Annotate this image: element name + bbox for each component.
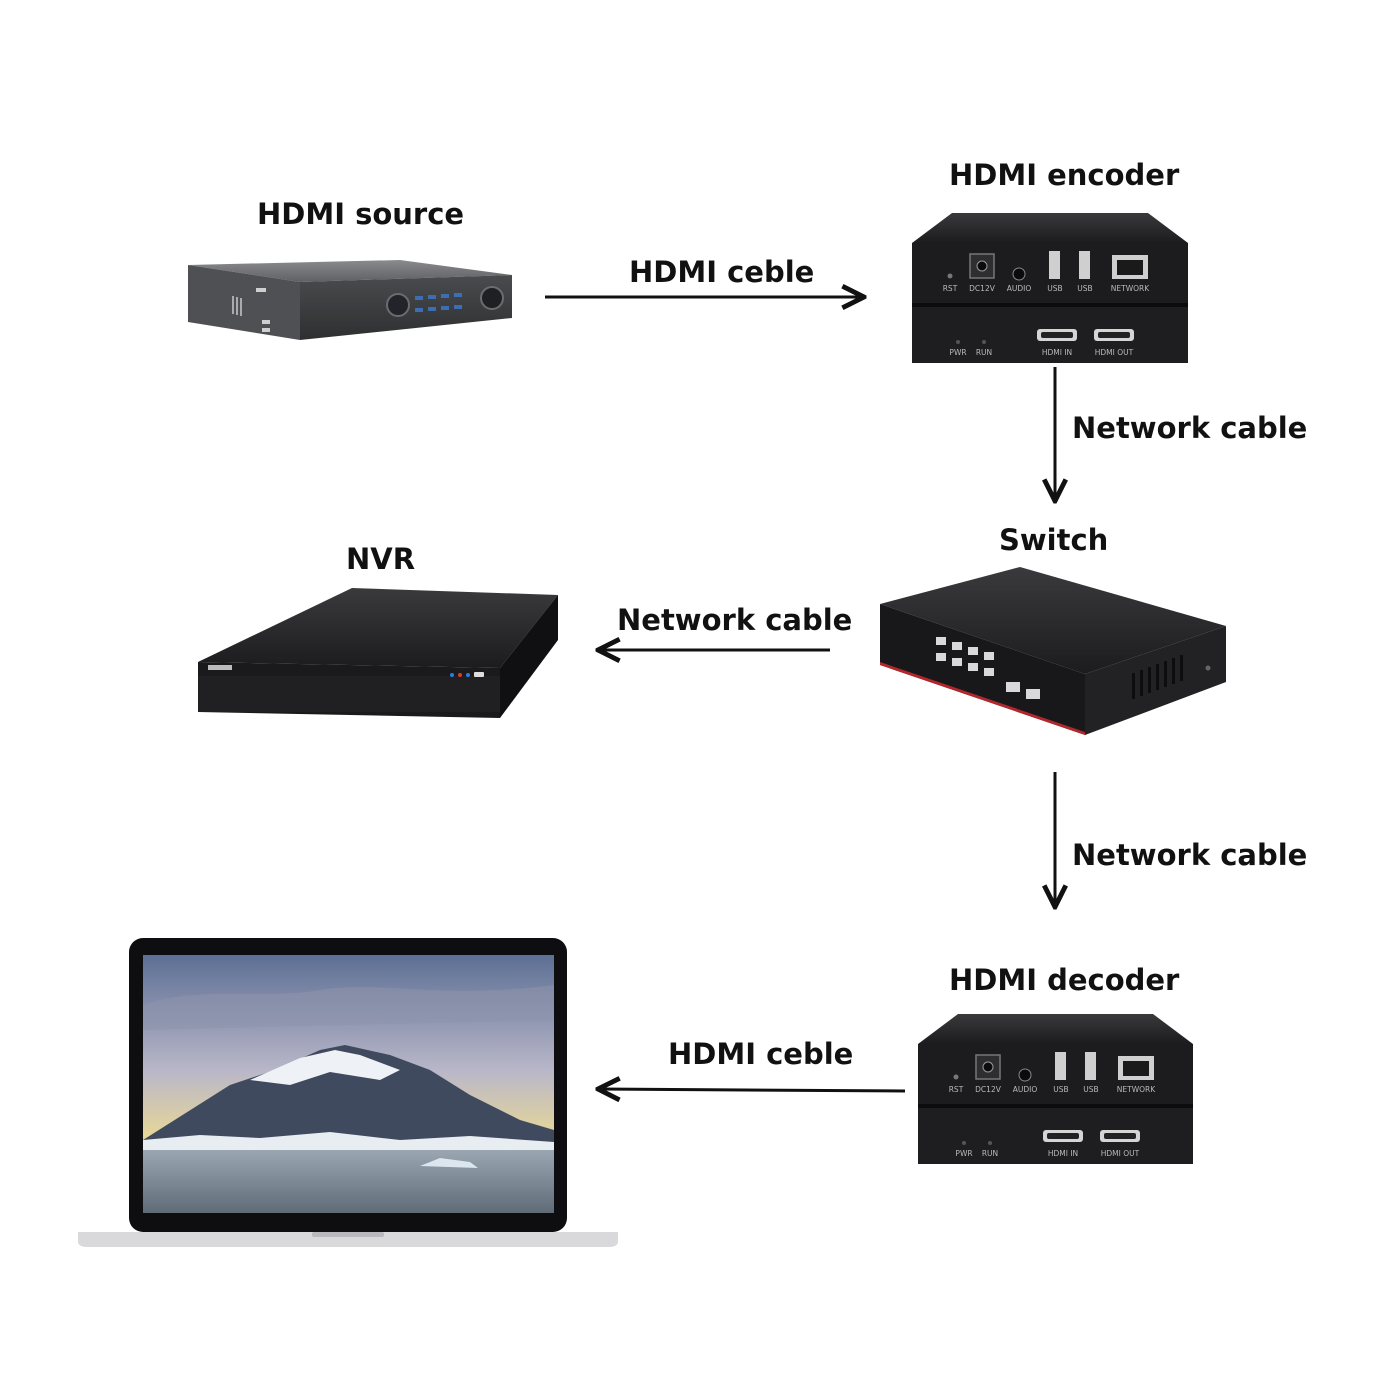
encoder-port-network: NETWORK xyxy=(1111,284,1150,293)
encoder-port-dc12v: DC12V xyxy=(969,284,996,293)
decoder-port-hdmi-in: HDMI IN xyxy=(1048,1149,1078,1158)
encoder-port-hdmi-in: HDMI IN xyxy=(1042,348,1072,357)
laptop-device xyxy=(78,938,618,1247)
cable-label-decoder-laptop: HDMI ceble xyxy=(668,1037,854,1071)
hdmi-decoder-label: HDMI decoder xyxy=(949,963,1180,997)
encoder-port-audio: AUDIO xyxy=(1007,284,1032,293)
decoder-port-usb-2: USB xyxy=(1083,1085,1098,1094)
cable-label-switch-decoder: Network cable xyxy=(1072,838,1308,872)
switch-device xyxy=(880,567,1226,735)
decoder-port-labels: RST DC12V AUDIO USB USB NETWORK PWR RUN … xyxy=(949,1085,1157,1158)
hdmi-source-label: HDMI source xyxy=(257,197,465,231)
cable-label-source-encoder: HDMI ceble xyxy=(629,255,815,289)
hdmi-decoder-device xyxy=(918,1014,1193,1164)
cable-label-switch-nvr: Network cable xyxy=(617,603,853,637)
encoder-port-hdmi-out: HDMI OUT xyxy=(1095,348,1134,357)
encoder-port-labels: RST DC12V AUDIO USB USB NETWORK PWR RUN … xyxy=(943,284,1151,357)
decoder-port-run: RUN xyxy=(982,1149,998,1158)
switch-label: Switch xyxy=(999,523,1109,557)
nvr-device xyxy=(198,588,558,718)
decoder-port-hdmi-out: HDMI OUT xyxy=(1101,1149,1140,1158)
decoder-port-pwr: PWR xyxy=(955,1149,972,1158)
encoder-port-run: RUN xyxy=(976,348,992,357)
encoder-port-usb-2: USB xyxy=(1077,284,1092,293)
encoder-port-pwr: PWR xyxy=(949,348,966,357)
encoder-port-rst: RST xyxy=(943,284,958,293)
hdmi-encoder-device xyxy=(912,213,1188,363)
arrow-decoder-to-laptop xyxy=(598,1089,906,1091)
decoder-port-dc12v: DC12V xyxy=(975,1085,1002,1094)
decoder-port-rst: RST xyxy=(949,1085,964,1094)
encoder-port-usb-1: USB xyxy=(1047,284,1062,293)
decoder-port-network: NETWORK xyxy=(1117,1085,1156,1094)
hdmi-encoder-label: HDMI encoder xyxy=(949,158,1180,192)
hdmi-source-device xyxy=(188,260,512,340)
decoder-port-usb-1: USB xyxy=(1053,1085,1068,1094)
nvr-label: NVR xyxy=(346,542,416,576)
cable-label-encoder-switch: Network cable xyxy=(1072,411,1308,445)
decoder-port-audio: AUDIO xyxy=(1013,1085,1038,1094)
